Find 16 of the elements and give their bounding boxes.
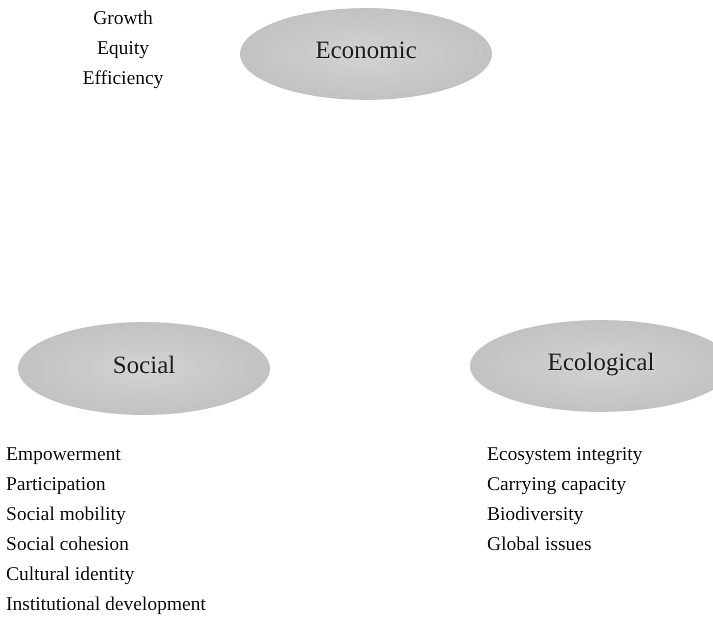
list-item: Global issues	[487, 533, 592, 557]
list-item: Participation	[6, 473, 106, 497]
list-item: Efficiency	[82, 67, 164, 91]
node-label: Social	[112, 352, 176, 380]
list-item: Ecosystem integrity	[487, 443, 642, 467]
list-item: Biodiversity	[487, 503, 584, 527]
list-item: Carrying capacity	[487, 473, 626, 497]
list-item: Social cohesion	[6, 533, 129, 557]
list-item: Cultural identity	[6, 563, 134, 587]
node-label: Ecological	[548, 349, 654, 377]
node-label: Economic	[315, 37, 417, 65]
list-item: Growth	[93, 7, 153, 31]
list-item: Social mobility	[6, 503, 126, 527]
list-item: Equity	[97, 37, 149, 61]
list-item: Empowerment	[6, 443, 121, 467]
list-item: Institutional development	[6, 593, 206, 617]
